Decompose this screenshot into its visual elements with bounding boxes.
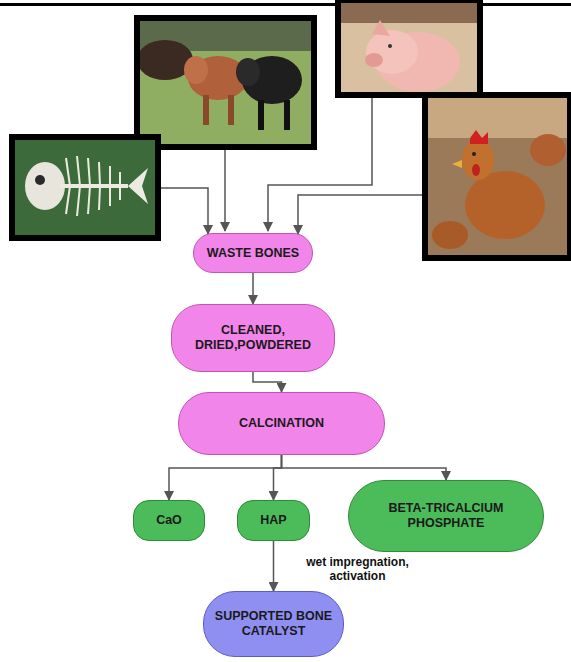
flow-arrow xyxy=(253,372,282,392)
flow-arrow xyxy=(273,541,275,591)
node-text: BETA-TRICALCIUM PHOSPHATE xyxy=(359,501,533,531)
product-pill: BETA-TRICALCIUM PHOSPHATE xyxy=(348,480,544,552)
node-text: HAP xyxy=(260,513,286,528)
photo-arrows xyxy=(161,98,422,234)
node-text: CaO xyxy=(156,513,182,528)
cows-photo xyxy=(137,18,314,147)
fish-skeleton-photo xyxy=(12,137,158,238)
product-pill: CaO xyxy=(133,500,205,541)
edge-label: wet impregnation, activation xyxy=(292,555,424,583)
result-pill: SUPPORTED BONE CATALYST xyxy=(203,591,344,657)
process-pill: CALCINATION xyxy=(178,392,385,455)
chicken-photo xyxy=(425,95,570,258)
flow-arrow xyxy=(282,455,447,480)
process-pill: WASTE BONES xyxy=(193,233,313,273)
pig-photo xyxy=(338,0,480,95)
node-text: CALCINATION xyxy=(239,416,324,431)
flow-arrow xyxy=(169,455,282,500)
process-pill: CLEANED, DRIED,POWDERED xyxy=(171,304,335,372)
flow-arrow xyxy=(274,455,282,500)
top-rule xyxy=(0,3,571,6)
node-text: CLEANED, DRIED,POWDERED xyxy=(182,323,324,353)
product-pill: HAP xyxy=(237,500,310,541)
node-text: SUPPORTED BONE CATALYST xyxy=(214,609,333,639)
flow-arrow xyxy=(252,273,254,304)
node-text: WASTE BONES xyxy=(207,246,299,261)
